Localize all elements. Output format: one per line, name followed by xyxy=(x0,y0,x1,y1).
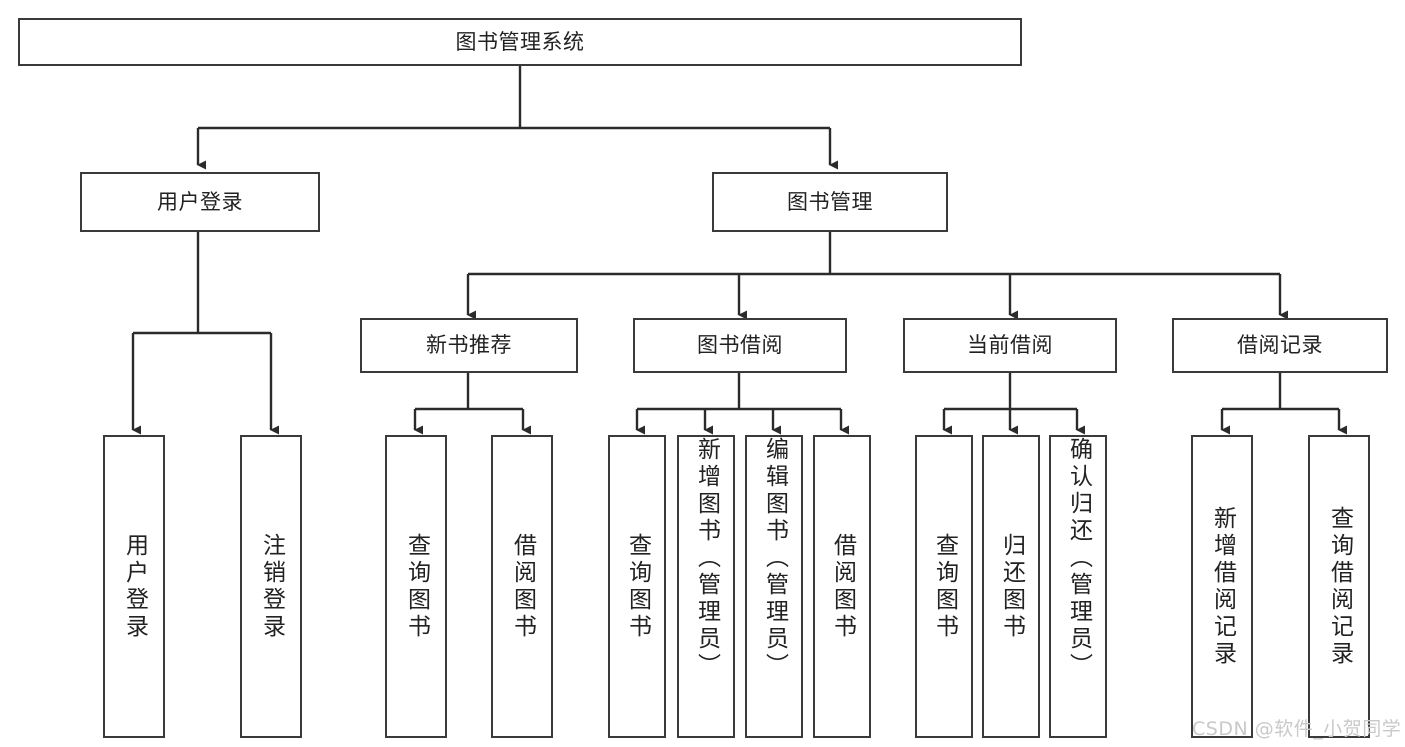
node-label: 借阅图书 xyxy=(509,532,536,641)
leaf-query-borrow-record[interactable]: 查询借阅记录 xyxy=(1308,435,1370,738)
node-label: 借阅记录 xyxy=(1237,333,1323,358)
leaf-borrow-book-recommend[interactable]: 借阅图书 xyxy=(491,435,553,738)
leaf-borrow-book[interactable]: 借阅图书 xyxy=(813,435,871,738)
node-user-login[interactable]: 用户登录 xyxy=(80,172,320,232)
csdn-watermark: CSDN @软件_小贺同学 xyxy=(1192,718,1402,740)
leaf-logout[interactable]: 注销登录 xyxy=(240,435,302,738)
leaf-return-book[interactable]: 归还图书 xyxy=(982,435,1040,738)
node-label: 图书借阅 xyxy=(697,333,783,358)
node-label: 借阅图书 xyxy=(829,532,856,641)
node-label: 查询图书 xyxy=(403,532,430,641)
node-label: 确认归还（管理员） xyxy=(1065,437,1092,680)
node-label: 当前借阅 xyxy=(967,333,1053,358)
node-label: 查询借阅记录 xyxy=(1326,505,1353,668)
leaf-query-book-borrow[interactable]: 查询图书 xyxy=(608,435,666,738)
node-book-borrow[interactable]: 图书借阅 xyxy=(633,318,847,373)
node-label: 新增图书（管理员） xyxy=(693,437,720,680)
node-label: 用户登录 xyxy=(121,532,148,641)
leaf-edit-book-admin[interactable]: 编辑图书（管理员） xyxy=(745,435,803,738)
node-label: 新书推荐 xyxy=(426,333,512,358)
node-label: 新增借阅记录 xyxy=(1209,505,1236,668)
leaf-add-borrow-record[interactable]: 新增借阅记录 xyxy=(1191,435,1253,738)
node-new-book-recommend[interactable]: 新书推荐 xyxy=(360,318,578,373)
leaf-add-book-admin[interactable]: 新增图书（管理员） xyxy=(677,435,735,738)
node-label: 归还图书 xyxy=(998,532,1025,641)
node-label: 用户登录 xyxy=(157,189,243,214)
leaf-query-book-current[interactable]: 查询图书 xyxy=(915,435,973,738)
node-label: 图书管理 xyxy=(787,189,873,214)
node-label: 查询图书 xyxy=(624,532,651,641)
leaf-query-book-recommend[interactable]: 查询图书 xyxy=(385,435,447,738)
leaf-confirm-return-admin[interactable]: 确认归还（管理员） xyxy=(1049,435,1107,738)
node-borrow-records[interactable]: 借阅记录 xyxy=(1172,318,1388,373)
leaf-user-login[interactable]: 用户登录 xyxy=(103,435,165,738)
node-label: 查询图书 xyxy=(931,532,958,641)
node-label: 图书管理系统 xyxy=(455,29,585,54)
node-label: 注销登录 xyxy=(258,532,285,641)
node-root-system[interactable]: 图书管理系统 xyxy=(18,18,1022,66)
node-book-management[interactable]: 图书管理 xyxy=(712,172,948,232)
node-current-borrow[interactable]: 当前借阅 xyxy=(903,318,1117,373)
node-label: 编辑图书（管理员） xyxy=(761,437,788,680)
